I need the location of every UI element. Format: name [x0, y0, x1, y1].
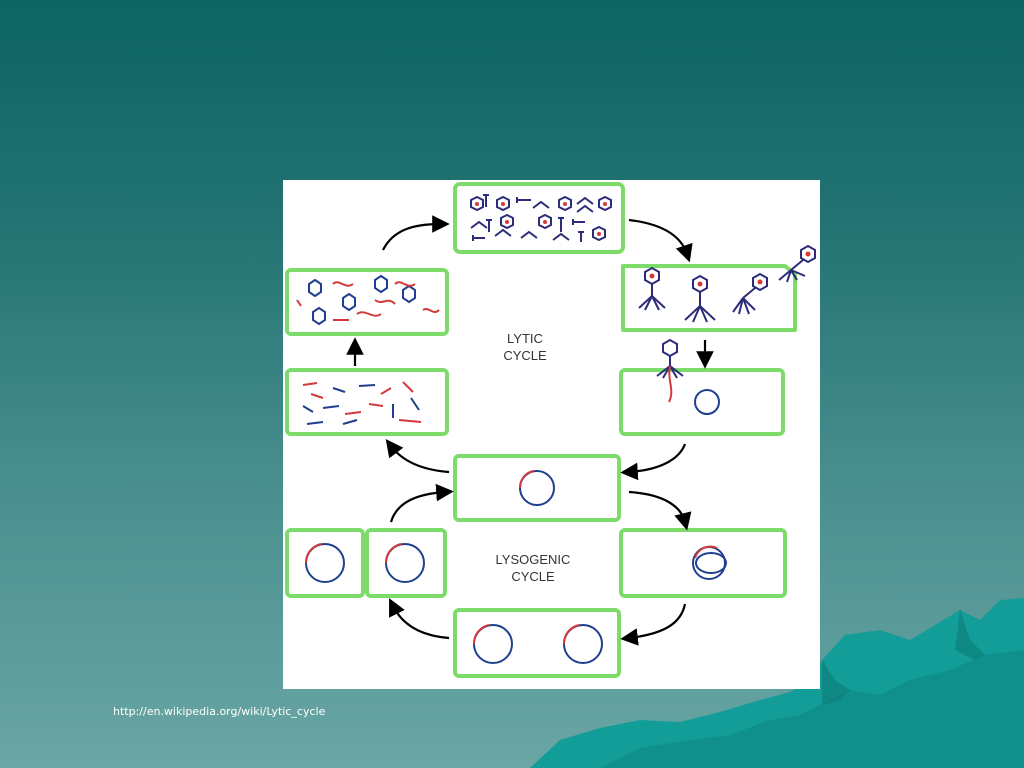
cell-host-dna-degraded [285, 368, 449, 436]
cycle-arrows [346, 215, 714, 646]
lysogenic-label-line2: CYCLE [511, 569, 555, 584]
cell-phage-attachment [621, 244, 816, 332]
cell-dna-injection [619, 338, 785, 436]
diagram-artwork [285, 182, 816, 678]
arrow-to-degraded [385, 438, 450, 474]
arrow-to-division [620, 603, 687, 646]
arrow-to-daughters [389, 598, 450, 640]
lysogenic-label-line1: LYSOGENIC [495, 552, 571, 567]
cell-division-pair [453, 608, 621, 678]
lytic-label-line2: CYCLE [503, 348, 547, 363]
lytic-label-line1: LYTIC [507, 331, 543, 346]
lytic-cycle-label: LYTIC CYCLE [465, 330, 585, 364]
arrow-to-top [382, 215, 450, 251]
cell-phage-components [285, 268, 449, 336]
attaching-phages [638, 244, 816, 323]
lysogenic-cycle-label: LYSOGENIC CYCLE [473, 551, 593, 585]
arrow-to-attachment [628, 218, 693, 263]
arrow-to-center [620, 443, 687, 481]
arrow-to-integration [628, 490, 692, 531]
cell-dna-integration [619, 528, 787, 598]
injecting-phage [656, 338, 684, 379]
source-citation-link[interactable]: http://en.wikipedia.org/wiki/Lytic_cycle [113, 705, 326, 718]
cell-daughter-left [285, 528, 365, 598]
cell-assembled-phages [453, 182, 625, 254]
lytic-lysogenic-diagram: LYTIC CYCLE LYSOGENIC CYCLE [283, 180, 820, 689]
arrow-to-center-from-daughters [389, 483, 454, 523]
cell-prophage-center [453, 454, 621, 522]
assembled-phage-parts [470, 194, 612, 242]
cell-daughter-right [365, 528, 447, 598]
